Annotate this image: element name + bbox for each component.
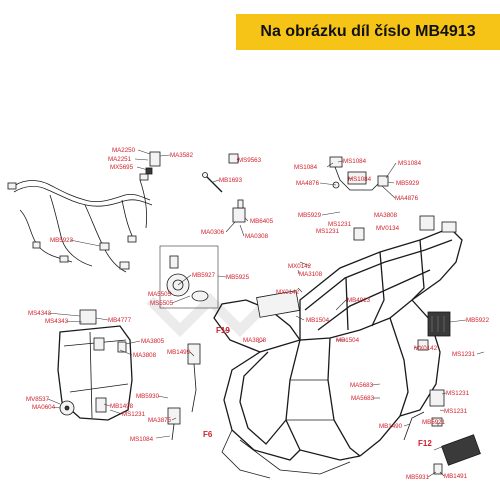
callout-mb1693: MB1693	[219, 177, 243, 184]
callout-ma3805: MA3805	[141, 338, 165, 345]
callout-mb4777: MB4777	[108, 317, 132, 324]
callout-mb1504-a: MB1504	[306, 317, 330, 324]
right-parts	[403, 339, 481, 475]
callout-ms1084-d: MS1084	[348, 176, 372, 183]
sensor-rod	[202, 172, 223, 193]
callout-ma5505: MA5505	[148, 291, 172, 298]
callout-mx0142-a: MX0142	[288, 263, 312, 270]
callout-ma2250: MA2250	[112, 147, 136, 154]
callout-mv0134: MV0134	[376, 225, 400, 232]
sidestand-switch	[167, 343, 201, 441]
callout-f19: F19	[216, 326, 230, 335]
callout-ms1231-e: MS1231	[446, 390, 470, 397]
callout-mx0142-c: MX0142	[414, 345, 438, 352]
callout-mb1499: MB1499	[167, 349, 191, 356]
callout-ma4876-a: MA4876	[296, 180, 320, 187]
callout-ma3808-b: MA3808	[243, 337, 267, 344]
voltage-regulator	[427, 311, 451, 337]
watermark	[146, 292, 274, 338]
callout-mb5921: MB5921	[422, 419, 446, 426]
callout-mx0142-b: MX0142	[276, 289, 300, 296]
callout-ma3582: MA3582	[170, 152, 194, 159]
callout-ms9563: MS9563	[238, 157, 262, 164]
wiring-harness	[7, 173, 153, 273]
callout-f6: F6	[203, 430, 213, 439]
callout-ms1084-e: MS1084	[130, 436, 154, 443]
callout-ma4876-b: MA4876	[395, 195, 419, 202]
callout-mb4913: MB4913	[347, 297, 371, 304]
callout-ms1231-c: MS1231	[452, 351, 476, 358]
callout-mv8537: MV8537	[26, 396, 50, 403]
callout-ma0604: MA0604	[32, 404, 56, 411]
callout-mb5925: MB5925	[226, 274, 250, 281]
callout-labels: MA2250 MA2251 MX5695 MA3582 MS9563 MB169…	[26, 147, 490, 481]
callout-ma3875: MA3875	[148, 417, 172, 424]
callout-ms1231-f: MS1231	[444, 408, 468, 415]
callout-ms1084-c: MS1084	[398, 160, 422, 167]
callout-ms1231-b: MS1231	[316, 228, 340, 235]
battery-holder	[57, 309, 133, 421]
callout-mx5695: MX5695	[110, 164, 134, 171]
callout-ms1084-a: MS1084	[294, 164, 318, 171]
callout-mb1498: MB1498	[110, 403, 134, 410]
callout-ms5505: MS5505	[150, 300, 174, 307]
callout-ms1231-a: MS1231	[328, 221, 352, 228]
callout-ms1084-b: MS1084	[343, 158, 367, 165]
banner-title: Na obrázku díl číslo MB4913	[260, 23, 476, 40]
callout-mb5923: MB5923	[50, 237, 74, 244]
throttle-sensors	[329, 156, 389, 191]
callout-mb1490: MB1490	[379, 423, 403, 430]
callout-ma0308: MA0308	[245, 233, 269, 240]
callout-ma3108: MA3108	[299, 271, 323, 278]
callout-ma5683-a: MA5683	[350, 382, 374, 389]
callout-ma3808-c: MA3808	[133, 352, 157, 359]
callout-ma2251: MA2251	[108, 156, 132, 163]
callout-mb5929-a: MB5929	[396, 180, 420, 187]
callout-ms4343-b: MS4343	[45, 318, 69, 325]
callout-mb5931: MB5931	[406, 474, 430, 481]
callout-mb5930: MB5930	[136, 393, 160, 400]
leader-lines	[47, 149, 485, 478]
callout-ma3808-a: MA3808	[374, 212, 398, 219]
callout-mb1504-b: MB1504	[336, 337, 360, 344]
main-frame	[213, 221, 463, 479]
callout-f12: F12	[418, 439, 432, 448]
callout-mb5929-b: MB5929	[298, 212, 322, 219]
callout-ma5683-b: MA5683	[351, 395, 375, 402]
fuse-box-left	[95, 397, 107, 413]
horn	[59, 400, 75, 416]
callout-mb6405: MB6405	[250, 218, 274, 225]
callout-ma0306: MA0306	[201, 229, 225, 236]
bracket-right	[353, 215, 435, 241]
title-banner: Na obrázku díl číslo MB4913	[236, 14, 500, 50]
callout-ms4343-a: MS4343	[28, 310, 52, 317]
callout-mb5922: MB5922	[466, 317, 490, 324]
callout-mb1491: MB1491	[444, 473, 468, 480]
relay-bracket	[145, 151, 239, 175]
callout-ms1231-d: MS1231	[122, 411, 146, 418]
clamp-part	[232, 199, 246, 223]
callout-mb5927: MB5927	[192, 272, 216, 279]
